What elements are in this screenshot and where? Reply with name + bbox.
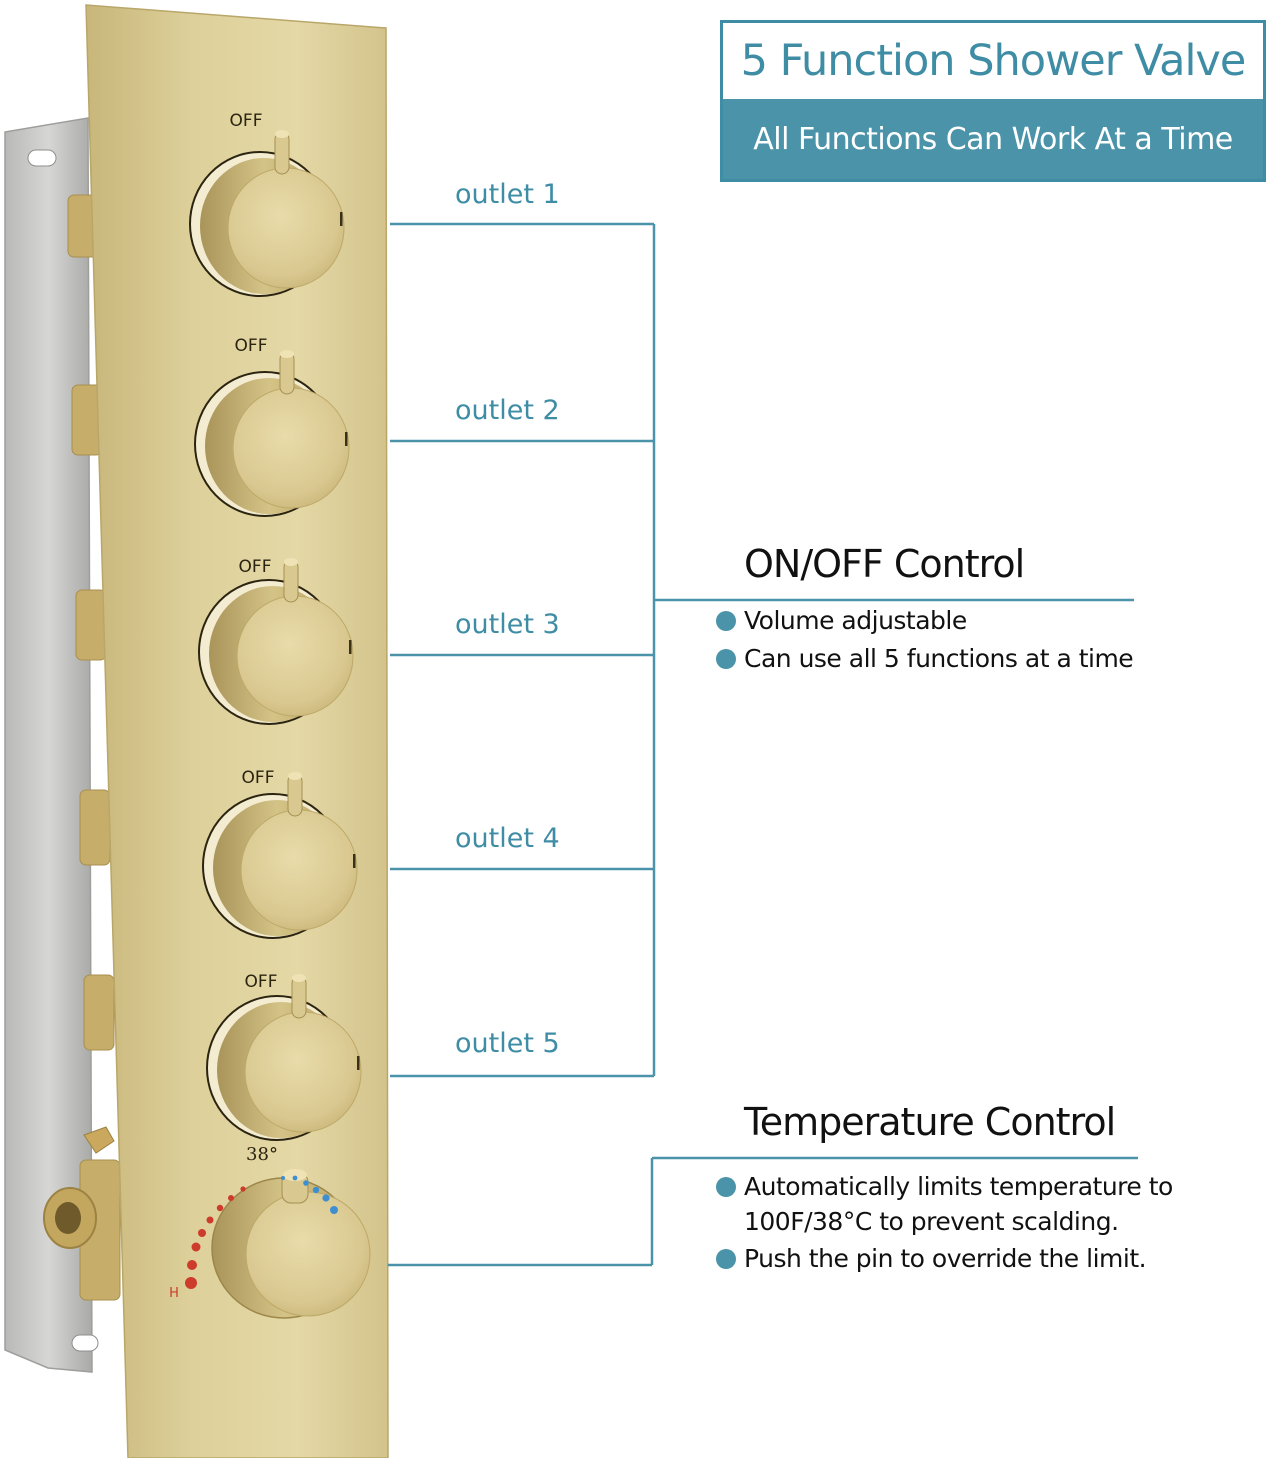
bullet-dot	[716, 1177, 736, 1197]
title-box: 5 Function Shower Valve All Functions Ca…	[720, 20, 1266, 182]
hot-scale-dot	[198, 1229, 206, 1237]
hot-scale-dot	[228, 1195, 234, 1201]
onoff-control-heading: ON/OFF Control	[744, 542, 1025, 586]
cold-scale-dot	[330, 1206, 338, 1214]
hot-marker: H	[169, 1286, 179, 1301]
outlet-4-label: outlet 4	[455, 823, 560, 854]
temperature-marker: 38°	[246, 1144, 278, 1165]
mounting-bracket	[4, 117, 99, 1373]
off-marker-1: OFF	[230, 111, 263, 131]
hot-scale-dot	[187, 1260, 197, 1270]
off-marker-2: OFF	[235, 336, 268, 356]
main-title: 5 Function Shower Valve	[740, 36, 1247, 86]
outlet-4-knob: OFF	[202, 768, 358, 939]
knob-group: OFF OFF OFF OFF OFF 38° H	[169, 111, 371, 1319]
outlet-5-knob: OFF	[206, 972, 362, 1141]
hot-scale-dot	[191, 1242, 201, 1252]
outlet-1-label: outlet 1	[455, 179, 560, 210]
temperature-bullet-override: Push the pin to override the limit.	[716, 1241, 1147, 1276]
cold-scale-dot	[312, 1186, 320, 1194]
hot-scale-dot	[240, 1186, 246, 1192]
onoff-bullet-all-functions: Can use all 5 functions at a time	[716, 641, 1134, 676]
outlet-3-knob: OFF	[198, 557, 354, 725]
bullet-dot	[716, 611, 736, 631]
water-inlet	[43, 1126, 115, 1249]
cold-scale-dot	[281, 1176, 285, 1180]
cold-scale-dot	[292, 1175, 298, 1181]
temperature-bullet-limit: Automatically limits temperature to 100F…	[716, 1169, 1173, 1239]
hot-scale-dot	[216, 1204, 224, 1212]
temperature-control-heading: Temperature Control	[744, 1100, 1116, 1144]
onoff-bullet-volume: Volume adjustable	[716, 603, 967, 638]
cold-scale-dot	[322, 1194, 330, 1202]
connector-lines	[388, 222, 1138, 1267]
off-marker-4: OFF	[242, 768, 275, 788]
subtitle-banner: All Functions Can Work At a Time	[723, 99, 1263, 179]
valve-bodies	[67, 194, 121, 1301]
off-marker-5: OFF	[245, 972, 278, 992]
outlet-1-knob: OFF	[189, 111, 345, 297]
off-marker-3: OFF	[239, 557, 272, 577]
thermostatic-knob: 38° H	[169, 1144, 371, 1319]
bullet-dot	[716, 1249, 736, 1269]
outlet-2-label: outlet 2	[455, 395, 560, 426]
bullet-dot	[716, 649, 736, 669]
outlet-5-label: outlet 5	[455, 1028, 560, 1059]
outlet-3-label: outlet 3	[455, 609, 560, 640]
cold-scale-dot	[303, 1180, 309, 1186]
hot-scale-dot	[185, 1277, 197, 1289]
outlet-2-knob: OFF	[194, 336, 350, 517]
hot-scale-dot	[206, 1216, 214, 1224]
